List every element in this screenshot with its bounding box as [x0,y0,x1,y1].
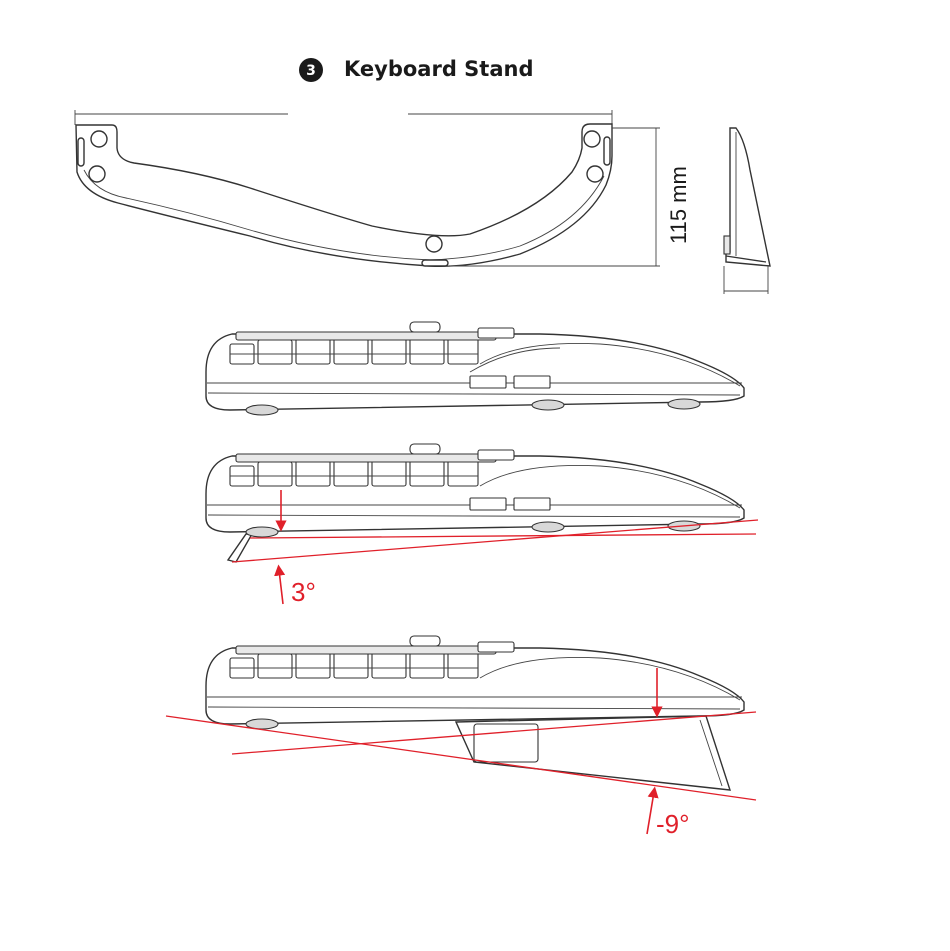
keyboard-keys [230,636,514,678]
stand-hole-bottom-right [587,166,603,182]
stand-front-view: 115 mm [75,110,691,266]
keyboard-keys [230,444,514,486]
positive-tilt-angle-label: 3° [291,577,316,607]
step-header: 3 Keyboard Stand [299,57,533,82]
page-title: Keyboard Stand [344,57,533,81]
stand-outline [76,124,612,266]
stand-hole-top-right [584,131,600,147]
stand-hole-bottom-left [89,166,105,182]
negative-tilt-angle-label: -9° [656,809,690,839]
keyboard-negative-tilt-view: -9° [166,636,756,839]
stand-side-view [724,128,770,294]
keyboard-positive-tilt-view: 3° [206,444,758,607]
stand-hole-top-left [91,131,107,147]
height-dimension-label: 115 mm [666,166,691,244]
stand-center-notch [422,260,448,266]
tilt-reference-line [250,534,756,538]
stand-right-slot [604,137,610,165]
stand-left-slot [78,138,84,166]
stand-hole-center [426,236,442,252]
step-number: 3 [306,63,316,79]
keyboard-keys [230,322,514,364]
keyboard-flat-view [206,322,744,415]
